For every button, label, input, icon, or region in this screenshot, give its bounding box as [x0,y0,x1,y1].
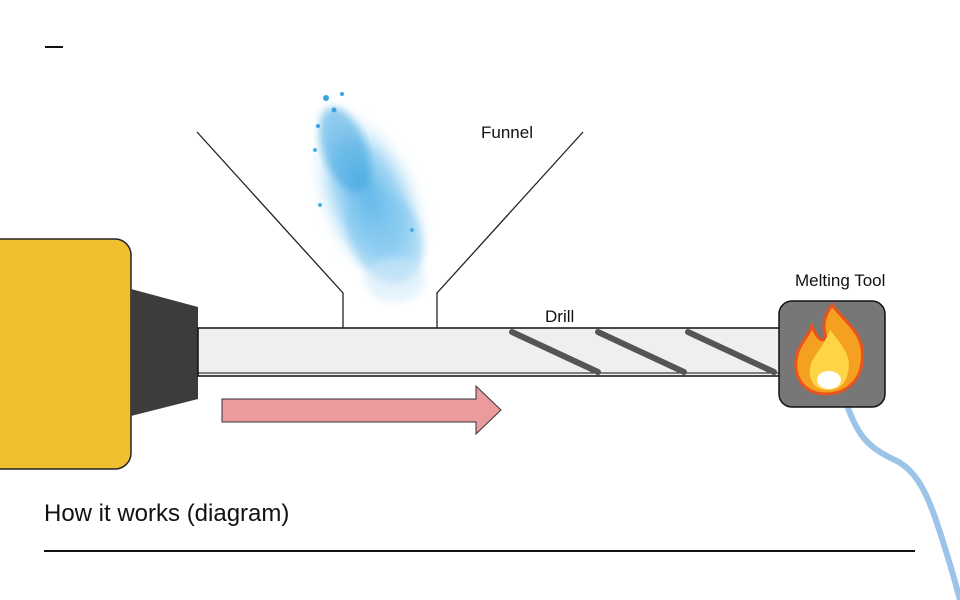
motor-body [0,238,132,470]
motor-chuck [131,289,198,416]
filament-strand [845,405,960,600]
funnel-label: Funnel [481,123,533,142]
drill-flight-1 [509,329,601,375]
melting-tool-label: Melting Tool [795,271,885,290]
funnel-right-wall [436,131,584,328]
arrow-right-icon [221,384,502,436]
drill-label: Drill [545,307,574,326]
powder-cloud-icon [310,92,430,302]
diagram-caption: How it works (diagram) [44,500,290,527]
funnel-left-wall [196,131,344,328]
drill-flight-3 [685,329,777,375]
caption-underline [44,550,915,552]
barrel [197,327,781,377]
drill-flight-2 [595,329,687,375]
fire-icon [794,302,865,396]
slide-dash [45,46,63,48]
